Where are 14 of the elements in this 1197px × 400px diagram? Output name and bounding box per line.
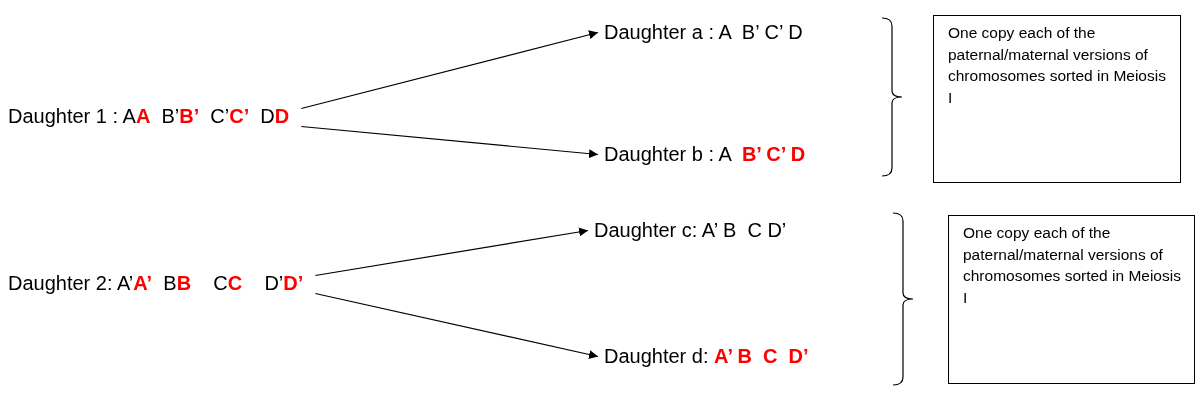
- arrow: [314, 292, 599, 359]
- note-box: [933, 15, 1181, 183]
- genotype-label: Daughter d: A’ B C D’: [604, 345, 809, 368]
- genotype-label: Daughter c: A’ B C D’: [594, 219, 787, 242]
- arrow: [300, 30, 599, 110]
- genotype-label: Daughter a : A B’ C’ D: [604, 21, 803, 44]
- note-box: [948, 215, 1195, 384]
- note-text: One copy each of the paternal/maternal versions of chromosomes sorted in Meiosis I: [963, 223, 1182, 309]
- genotype-label: Daughter b : A B’ C’ D: [604, 143, 806, 166]
- genotype-label: Daughter 2: A’A’ BB CC D’D’: [8, 272, 304, 295]
- genotype-label: Daughter 1 : AA B’B’ C’C’ DD: [8, 105, 290, 128]
- arrow: [314, 227, 589, 277]
- arrow: [300, 125, 599, 159]
- note-text: One copy each of the paternal/maternal versions of chromosomes sorted in Meiosis I: [948, 23, 1167, 109]
